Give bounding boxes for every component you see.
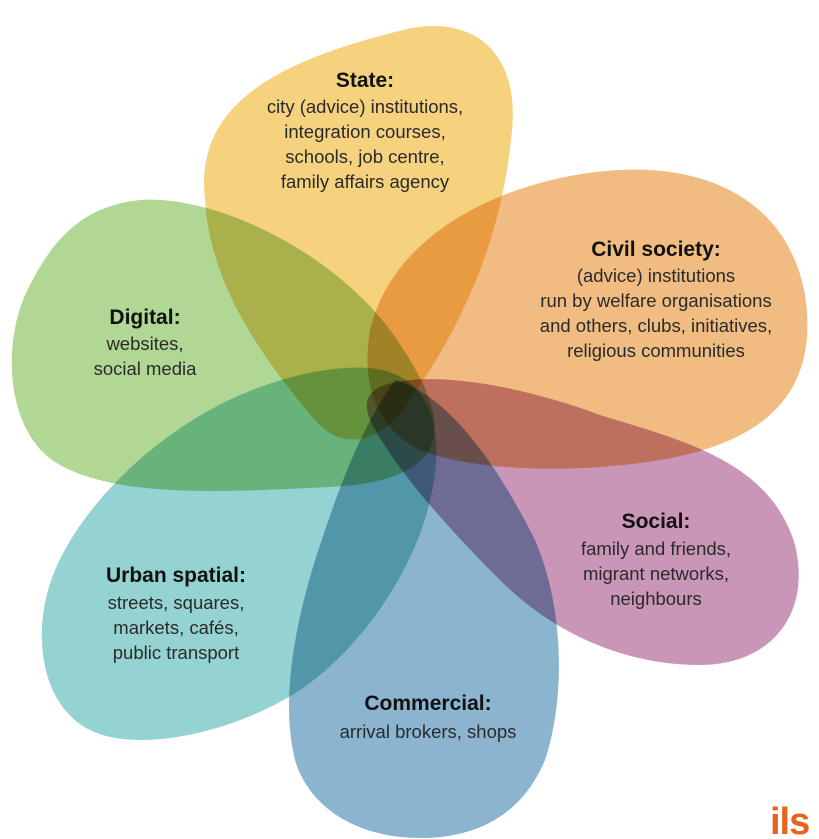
label-urban-line: markets, cafés,: [113, 617, 238, 638]
label-urban-line: public transport: [113, 642, 239, 663]
label-civil-line: and others, clubs, initiatives,: [540, 315, 772, 336]
label-commercial-title: Commercial:: [364, 692, 491, 715]
label-civil-line: religious communities: [567, 340, 745, 361]
label-civil-line: (advice) institutions: [577, 265, 735, 286]
label-social: Social: family and friends, migrant netw…: [581, 510, 731, 609]
label-civil-society: Civil society: (advice) institutions run…: [540, 238, 772, 361]
label-state-title: State:: [336, 69, 394, 92]
label-social-line: migrant networks,: [583, 563, 729, 584]
label-urban-spatial: Urban spatial: streets, squares, markets…: [106, 564, 246, 663]
label-social-line: family and friends,: [581, 538, 731, 559]
label-civil-title: Civil society:: [591, 238, 721, 261]
label-state-line: family affairs agency: [281, 171, 450, 192]
ils-logo: ils: [770, 801, 809, 839]
label-social-title: Social:: [622, 510, 691, 533]
label-state-line: city (advice) institutions,: [267, 96, 463, 117]
label-state-line: schools, job centre,: [285, 146, 444, 167]
petals: [11, 26, 808, 838]
label-social-line: neighbours: [610, 588, 702, 609]
label-digital-line: social media: [94, 358, 198, 379]
label-urban-line: streets, squares,: [108, 592, 245, 613]
label-digital-line: websites,: [105, 333, 183, 354]
label-commercial-line: arrival brokers, shops: [340, 721, 517, 742]
label-commercial: Commercial: arrival brokers, shops: [340, 692, 517, 742]
label-state: State: city (advice) institutions, integ…: [267, 69, 463, 192]
label-state-line: integration courses,: [284, 121, 445, 142]
label-civil-line: run by welfare organisations: [540, 290, 771, 311]
label-urban-title: Urban spatial:: [106, 564, 246, 587]
petal-commercial: [289, 380, 559, 838]
label-digital-title: Digital:: [109, 306, 180, 329]
label-digital: Digital: websites, social media: [94, 306, 198, 379]
